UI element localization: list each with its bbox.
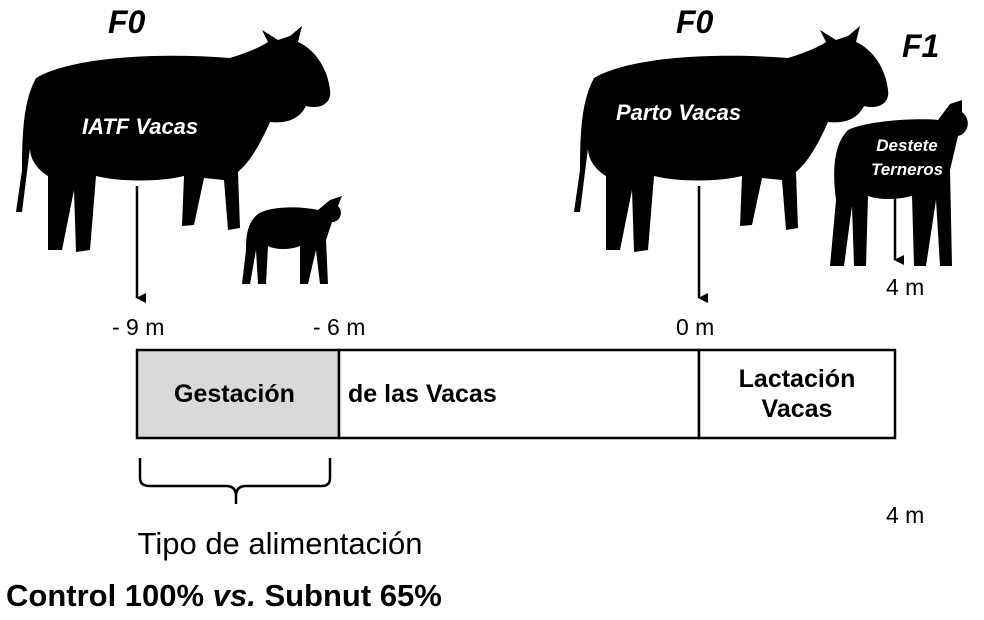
treatment-comparison: Control 100% vs. Subnut 65% [6, 578, 442, 614]
cow-silhouette-icon [16, 26, 331, 252]
generation-label-f0-right: F0 [676, 4, 714, 40]
treatment-control: Control 100% [6, 578, 213, 613]
tick-label-zero: 0 m [676, 314, 715, 340]
event-label-destete: Destete Terneros [844, 134, 970, 182]
generation-label-f1: F1 [902, 28, 940, 64]
segment-label-de-las-vacas: de las Vacas [348, 380, 497, 408]
timeline-bar [135, 348, 897, 440]
destete-line-1: Destete [876, 136, 938, 155]
curly-brace-icon [138, 458, 332, 504]
event-label-parto: Parto Vacas [616, 100, 742, 125]
calf-silhouette-icon [830, 100, 968, 266]
treatment-subnut: Subnut 65% [255, 578, 442, 613]
generation-label-f0-left: F0 [108, 4, 146, 40]
event-label-iatf: IATF Vacas [82, 114, 199, 139]
tick-label-minus6: - 6 m [313, 314, 366, 340]
tick-label-minus9: - 9 m [112, 314, 165, 340]
cow-silhouette-icon [574, 26, 889, 252]
calf-silhouette-icon [242, 196, 342, 284]
tick-label-four-lower: 4 m [886, 502, 925, 528]
segment-label-lactacion: Lactación Vacas [699, 364, 895, 424]
treatment-vs: vs. [212, 578, 256, 613]
lactacion-line-2: Vacas [761, 395, 833, 423]
treatment-title: Tipo de alimentación [137, 526, 423, 561]
destete-line-2: Terneros [870, 160, 944, 179]
segment-label-gestacion: Gestación [174, 380, 295, 408]
lactacion-line-1: Lactación [738, 365, 856, 393]
tick-label-four-upper: 4 m [886, 274, 925, 300]
